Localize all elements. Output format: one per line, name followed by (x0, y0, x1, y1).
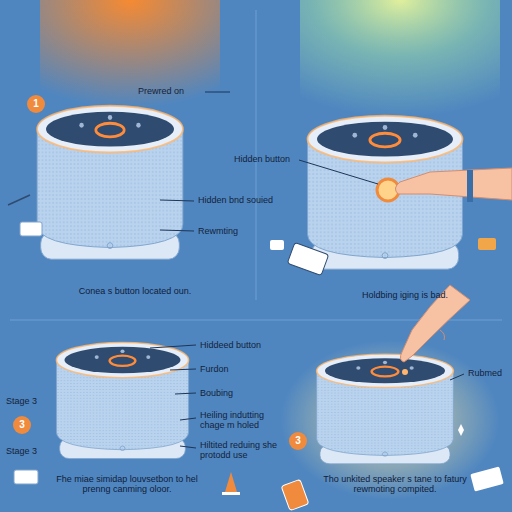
step-caption: Fhe miae simidap louvsetbon to hel prenn… (42, 474, 212, 495)
part-label: Stage 3 (6, 446, 50, 456)
part-label: Rubmed (468, 368, 510, 378)
step-caption: Conea s button located oun. (40, 286, 230, 296)
part-label: Prewred on (138, 86, 202, 96)
step-caption: Tho unkited speaker s tane to fatury rew… (310, 474, 480, 495)
callout-number: 3 (289, 432, 307, 450)
part-label: Rewmting (198, 226, 268, 236)
part-label: Hidden bnd souied (198, 195, 278, 205)
callout-number: 3 (13, 416, 31, 434)
part-label: Hiltited reduing she protodd use (200, 440, 282, 461)
part-label: Heiling indutting chage m holed (200, 410, 282, 431)
part-label: Boubing (200, 388, 282, 398)
part-label: Hiddeed button (200, 340, 282, 350)
callout-number: 1 (27, 95, 45, 113)
step-caption: Holdbing iging is bad. (320, 290, 490, 300)
part-label: Hidden button (234, 154, 298, 164)
part-label: Furdon (200, 364, 282, 374)
part-label: Stage 3 (6, 396, 50, 406)
